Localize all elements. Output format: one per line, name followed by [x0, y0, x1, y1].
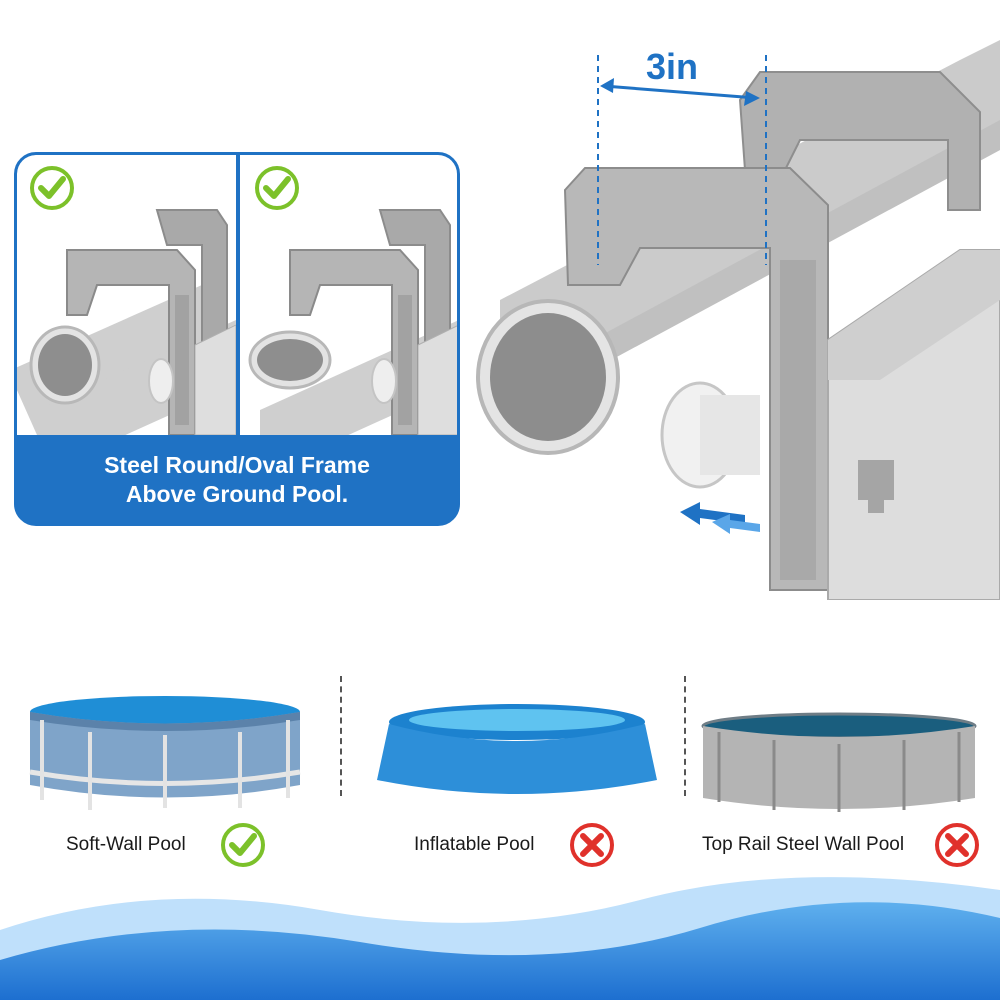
round-frame-panel: [17, 155, 236, 435]
x-icon: [570, 823, 614, 867]
divider: [684, 676, 686, 796]
double-arrow-left-icon: [680, 502, 760, 534]
top-rail-steel-pool-image: [701, 712, 977, 812]
check-icon: [255, 166, 299, 210]
caption-line-1: Steel Round/Oval Frame: [104, 452, 370, 478]
check-icon: [30, 166, 74, 210]
bracket-illustration: [476, 40, 1000, 600]
inflatable-pool-label: Inflatable Pool: [414, 834, 535, 855]
inflatable-pool-image: [377, 704, 657, 794]
dimension-label: 3in: [646, 46, 699, 87]
caption-line-2: Above Ground Pool.: [125, 481, 349, 507]
soft-wall-pool-label: Soft-Wall Pool: [66, 834, 186, 855]
water-wave-decoration: [0, 877, 1000, 1000]
top-rail-steel-pool-label: Top Rail Steel Wall Pool: [702, 834, 905, 855]
check-icon: [221, 823, 265, 867]
x-icon: [935, 823, 979, 867]
frame-caption: Steel Round/Oval Frame Above Ground Pool…: [17, 435, 457, 523]
compatible-frame-card: Steel Round/Oval Frame Above Ground Pool…: [14, 152, 460, 526]
oval-frame-panel: [240, 155, 457, 435]
divider: [340, 676, 342, 796]
soft-wall-pool-image: [29, 696, 301, 810]
